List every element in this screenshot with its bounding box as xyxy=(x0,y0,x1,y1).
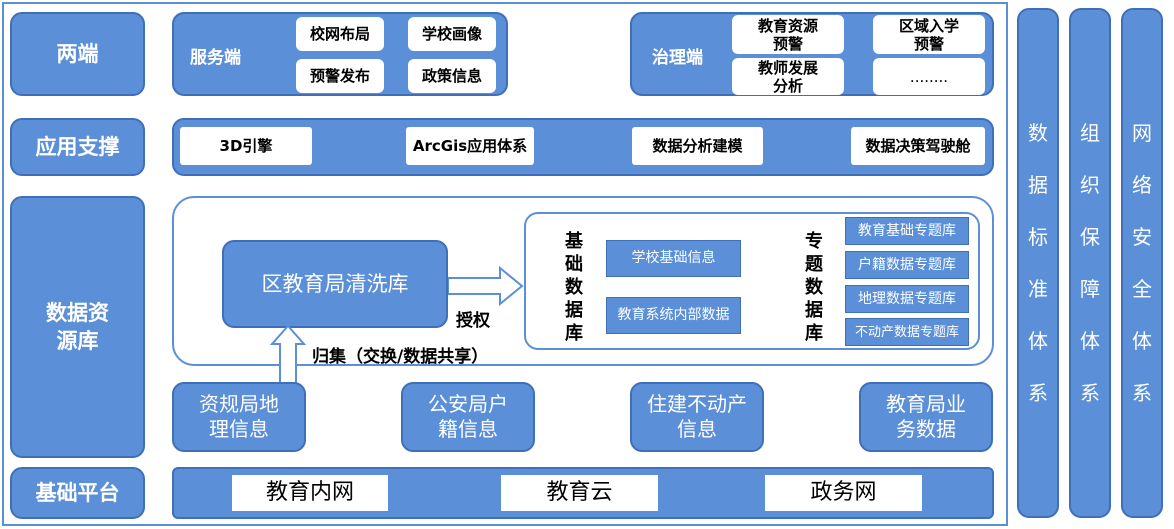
row-label-liangduan-text: 两端 xyxy=(56,42,99,66)
topic-item-household: 户籍数据专题库 xyxy=(845,251,969,279)
collect-label: 归集（交换/数据共享） xyxy=(312,347,489,367)
source-planning-geo: 资规局地理信息 xyxy=(172,382,306,452)
service-item-4: 政策信息 xyxy=(408,59,496,93)
topic-db-title: 专题数据库 xyxy=(805,231,823,344)
collect-arrow xyxy=(270,324,306,385)
row-label-shuju-text: 数据资源库 xyxy=(46,301,109,353)
governance-item-1-text: 教育资源预警 xyxy=(757,16,818,53)
row-label-liangduan: 两端 xyxy=(10,12,145,96)
side-column-security: 网络安全体系 xyxy=(1121,8,1163,518)
base-item-internal-data: 教育系统内部数据 xyxy=(606,297,741,334)
row-label-jichu: 基础平台 xyxy=(10,467,145,519)
platform-edu-cloud: 教育云 xyxy=(501,475,658,511)
side-column-organization: 组织保障体系 xyxy=(1069,8,1111,518)
governance-item-3-text: 教师发展分析 xyxy=(757,58,818,95)
authorize-arrow-shape xyxy=(448,266,524,306)
service-end-title: 服务端 xyxy=(190,48,241,68)
side-column-organization-text: 组织保障体系 xyxy=(1080,121,1100,405)
base-item-school-info: 学校基础信息 xyxy=(606,240,741,277)
topic-item-education: 教育基础专题库 xyxy=(845,217,969,245)
governance-item-2: 区域入学预警 xyxy=(873,15,985,54)
side-column-standards: 数据标准体系 xyxy=(1017,8,1059,518)
platform-gov-network: 政务网 xyxy=(765,475,922,511)
support-item-3d-engine: 3D引擎 xyxy=(180,127,312,165)
clean-db-box: 区教育局清洗库 xyxy=(222,240,448,328)
service-item-2: 学校画像 xyxy=(408,17,496,51)
governance-item-4: ........ xyxy=(873,58,985,95)
service-item-3: 预警发布 xyxy=(296,59,384,93)
governance-end-title: 治理端 xyxy=(652,48,703,68)
support-item-arcgis: ArcGis应用体系 xyxy=(406,127,534,165)
side-column-security-text: 网络安全体系 xyxy=(1132,121,1152,405)
governance-item-2-text: 区域入学预警 xyxy=(898,16,959,53)
governance-item-3: 教师发展分析 xyxy=(732,58,844,95)
row-label-jichu-text: 基础平台 xyxy=(35,481,120,505)
row-label-yingyong-text: 应用支撑 xyxy=(35,135,120,159)
topic-item-geography: 地理数据专题库 xyxy=(845,285,969,313)
support-item-cockpit: 数据决策驾驶舱 xyxy=(851,127,985,165)
row-label-shuju: 数据资源库 xyxy=(10,196,145,458)
collect-arrow-shape xyxy=(270,324,306,385)
authorize-arrow xyxy=(448,266,524,306)
base-db-title: 基础数据库 xyxy=(565,231,583,344)
service-item-1: 校网布局 xyxy=(296,17,384,51)
governance-item-1: 教育资源预警 xyxy=(732,15,844,54)
row-label-yingyong: 应用支撑 xyxy=(10,118,145,176)
side-column-standards-text: 数据标准体系 xyxy=(1028,121,1048,405)
source-education-business: 教育局业务数据 xyxy=(859,382,993,452)
support-item-analysis: 数据分析建模 xyxy=(632,127,763,165)
platform-edu-intranet: 教育内网 xyxy=(232,475,388,511)
authorize-label: 授权 xyxy=(456,311,490,331)
topic-item-property: 不动产数据专题库 xyxy=(845,318,969,346)
source-police-household: 公安局户籍信息 xyxy=(401,382,535,452)
source-housing-property: 住建不动产信息 xyxy=(630,382,764,452)
